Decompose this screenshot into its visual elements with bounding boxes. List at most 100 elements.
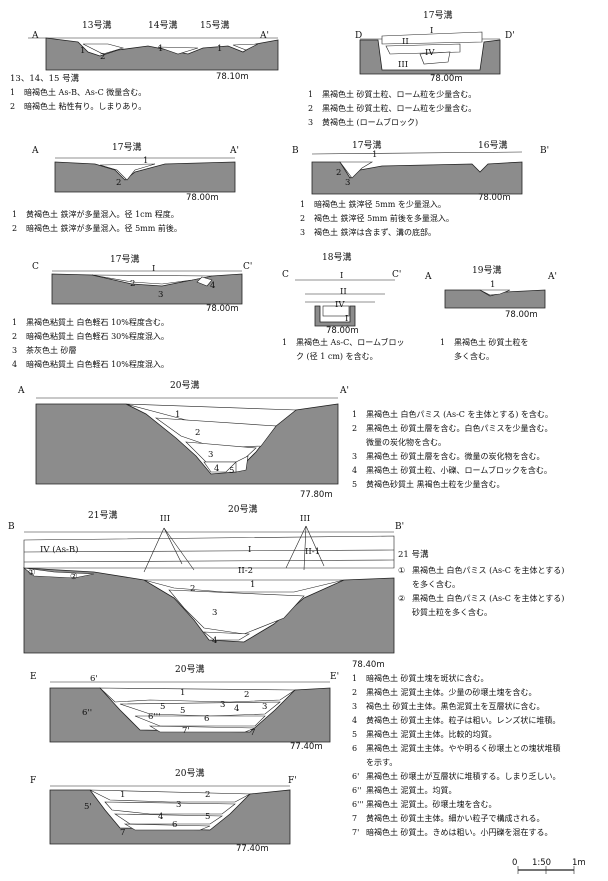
feature-title: 15号溝 xyxy=(200,21,230,31)
legend-title: 21 号溝 xyxy=(398,550,429,560)
section-drawing xyxy=(28,37,279,71)
feature-title: 17号溝 xyxy=(110,255,140,265)
section-drawing xyxy=(54,157,236,193)
layer-number: 2 xyxy=(130,279,136,289)
elevation-label: 77.40m xyxy=(236,844,269,854)
elevation-label: 78.00m xyxy=(478,193,511,203)
section-label-end: C' xyxy=(392,270,402,280)
section-label-end: A' xyxy=(340,386,349,396)
layer-number: II-2 xyxy=(238,566,253,576)
layer-number: 4 xyxy=(158,812,164,822)
section-label-start: A xyxy=(425,272,432,282)
layer-number: I xyxy=(248,545,252,555)
layer-number: 4 xyxy=(234,704,240,714)
layer-number: 5' xyxy=(84,802,92,812)
elevation-label: 78.00m xyxy=(186,193,219,203)
layer-number: 1 xyxy=(80,46,86,56)
scale-ratio: 1:50 xyxy=(532,858,552,868)
section-label-start: E xyxy=(30,672,37,682)
layer-number: 5 xyxy=(229,466,235,476)
section-label-end: C' xyxy=(243,262,253,272)
section-label-start: A xyxy=(32,146,39,156)
section-label-end: A' xyxy=(260,31,269,41)
layer-number: 5 xyxy=(180,706,186,716)
elevation-label: 78.00m xyxy=(505,310,538,320)
layer-number: 1 xyxy=(490,280,496,290)
layer-number: I xyxy=(152,264,156,274)
layer-number: II-1 xyxy=(305,547,320,557)
layer-number: I xyxy=(345,314,349,324)
layer-number: 1 xyxy=(175,410,181,420)
section-drawing xyxy=(444,289,546,309)
section-drawing xyxy=(311,151,523,195)
feature-title: 19号溝 xyxy=(472,266,502,276)
layer-number: 1 xyxy=(180,688,186,698)
feature-title: 21号溝 xyxy=(88,511,118,521)
layer-number: 1 xyxy=(120,790,126,800)
section-label-start: A xyxy=(32,31,39,41)
layer-number: 4 xyxy=(212,636,218,646)
layer-number: 7 xyxy=(250,728,256,738)
scale-bar xyxy=(517,866,575,874)
feature-title: 20号溝 xyxy=(170,381,200,391)
layer-number: 2 xyxy=(205,790,211,800)
layer-number: 2 xyxy=(244,690,250,700)
layer-number: 5 xyxy=(205,812,211,822)
legend-row: 7'暗褐色土 砂質土。きめは粗い。小円礫を混在する。 xyxy=(352,828,553,837)
section-label-start: A xyxy=(18,386,25,396)
layer-number: 2 xyxy=(116,178,122,188)
section-label-end: B' xyxy=(395,522,405,532)
elevation-label: 78.00m xyxy=(430,74,463,84)
section-label-start: F xyxy=(30,776,37,786)
section-drawing xyxy=(49,681,331,743)
layer-number: 3 xyxy=(212,608,218,618)
section-label-end: E' xyxy=(330,672,340,682)
section-drawing xyxy=(22,525,395,654)
section-label-start: C xyxy=(32,262,39,272)
legend-row: を多く含む。 xyxy=(412,580,460,589)
legend-row: 6'黒褐色土 砂壌土が互層状に堆積する。しまり乏しい。 xyxy=(352,772,561,781)
layer-number: 3 xyxy=(208,450,214,460)
layer-number: II xyxy=(340,287,347,297)
feature-title: 13号溝 xyxy=(82,21,112,31)
layer-number: IV xyxy=(335,300,345,310)
section-label-end: A' xyxy=(230,146,239,156)
elevation-label: 77.80m xyxy=(300,490,333,500)
layer-number: 7 xyxy=(120,828,126,838)
layer-number: 2 xyxy=(195,428,201,438)
feature-title: 17号溝 xyxy=(352,141,382,151)
section-label-end: B' xyxy=(540,146,550,156)
section-label-end: F' xyxy=(288,776,297,786)
section-label-start: B xyxy=(8,522,15,532)
section-label-start: B xyxy=(292,146,299,156)
section-label-start: C xyxy=(282,270,289,280)
scale-one-meter: 1m xyxy=(572,858,586,868)
section-label-start: D xyxy=(355,31,363,41)
layer-number: II xyxy=(402,37,409,47)
layer-number: 6'' xyxy=(82,708,93,718)
